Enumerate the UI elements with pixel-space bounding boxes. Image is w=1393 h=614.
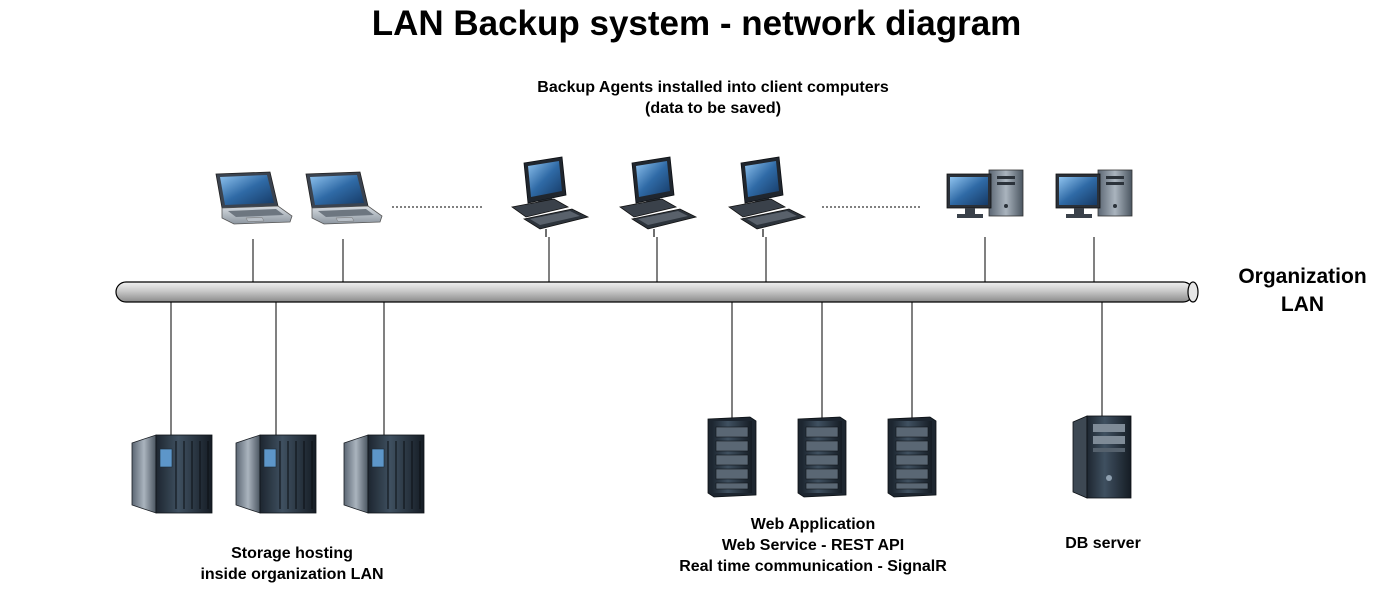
- client-connectors: [252, 237, 1095, 283]
- storage-label-line-1: Storage hosting: [231, 545, 353, 562]
- clients-label-line-1: Backup Agents installed into client comp…: [537, 79, 889, 96]
- web-label: Web Application Web Service - REST API R…: [613, 514, 1013, 577]
- db-label: DB server: [1065, 535, 1141, 552]
- diagram-title: LAN Backup system - network diagram: [371, 4, 1022, 43]
- laptop-icon: [215, 171, 293, 225]
- laptop-icon: [305, 171, 383, 225]
- server-rack-icon: [707, 416, 757, 498]
- lan-label-line-1: Organization: [1238, 265, 1367, 288]
- desktop-computer-icon: [728, 156, 806, 238]
- lan-label: Organization LAN: [1220, 263, 1385, 319]
- desktop-computer-icon: [619, 156, 697, 238]
- storage-rack-icon: [343, 434, 425, 514]
- server-connectors: [170, 301, 1103, 436]
- storage-rack-icon: [235, 434, 317, 514]
- storage-label-line-2: inside organization LAN: [200, 566, 384, 583]
- lan-bus: [115, 281, 1199, 303]
- workstation-tower-icon: [1055, 169, 1133, 219]
- server-rack-icon: [797, 416, 847, 498]
- web-label-line-1: Web Application: [750, 516, 876, 533]
- web-label-line-3: Real time communication - SignalR: [679, 558, 947, 575]
- desktop-computer-icon: [511, 156, 589, 238]
- storage-label: Storage hosting inside organization LAN: [142, 543, 442, 585]
- storage-rack-icon: [131, 434, 213, 514]
- db-server-tower-icon: [1072, 415, 1132, 499]
- clients-label-line-2: (data to be saved): [644, 100, 782, 117]
- lan-label-line-2: LAN: [1280, 293, 1325, 316]
- server-rack-icon: [887, 416, 937, 498]
- web-label-line-2: Web Service - REST API: [721, 537, 905, 554]
- workstation-tower-icon: [946, 169, 1024, 219]
- clients-label: Backup Agents installed into client comp…: [463, 77, 963, 119]
